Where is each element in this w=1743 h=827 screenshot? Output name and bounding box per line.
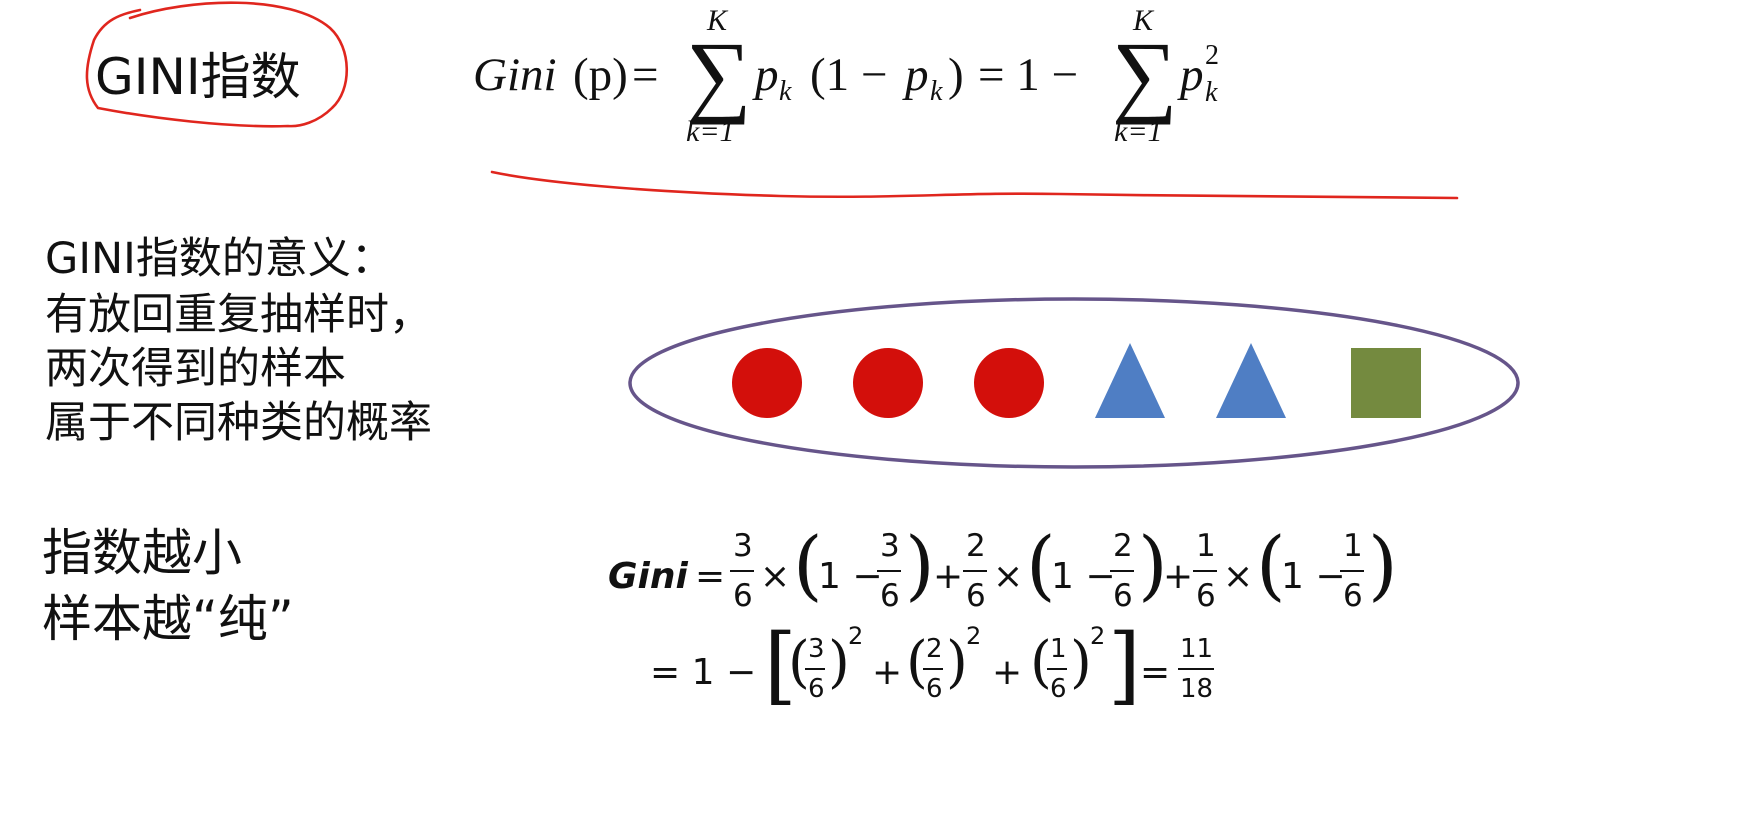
sum1-lower: k=1 [686,115,735,148]
gini-formula: Gini (p) = K ∑ k=1 p k (1 − p k ) = 1 − … [0,0,1743,180]
meaning-heading: GINI指数的意义： [45,234,394,284]
term1-p2: p [905,49,929,101]
conclusion-line-2: 样本越“纯” [42,590,294,648]
sample-circle-1 [732,348,802,418]
term1-k: k [779,76,792,107]
sum1-symbol: ∑ [686,23,752,125]
sum2-upper: K [1133,4,1154,37]
term1-p: p [755,49,779,101]
term1-close: ) [948,49,964,101]
title-circle-annotation [85,1,349,128]
sample-shapes [732,343,1421,418]
term2-sup: 2 [1205,40,1219,71]
term1-mid: (1 − [810,49,888,101]
sample-circle-2 [853,348,923,418]
term2-sub: k [1205,77,1218,108]
formula-eq2: = 1 − [978,49,1079,101]
formula-eq: = [632,49,659,101]
conclusion-line-1: 指数越小 [42,524,242,582]
meaning-line-1: 有放回重复抽样时， [45,290,432,340]
meaning-line-3: 属于不同种类的概率 [45,398,432,448]
formula-underline-annotation [490,170,1459,200]
page-title: GINI指数 [95,48,301,106]
meaning-line-2: 两次得到的样本 [45,344,346,394]
term1-k2: k [930,76,943,107]
formula-arg: (p) [573,49,628,101]
sample-set-ellipse [628,297,1520,469]
sum2-lower: k=1 [1114,115,1163,148]
sample-square-6 [1351,348,1421,418]
sample-triangle-4 [1095,343,1165,418]
sample-triangle-5 [1216,343,1286,418]
sum1-upper: K [707,4,728,37]
sample-circle-3 [974,348,1044,418]
sum2-symbol: ∑ [1112,23,1178,125]
term2-p: p [1180,49,1204,101]
formula-func: Gini [473,49,557,101]
